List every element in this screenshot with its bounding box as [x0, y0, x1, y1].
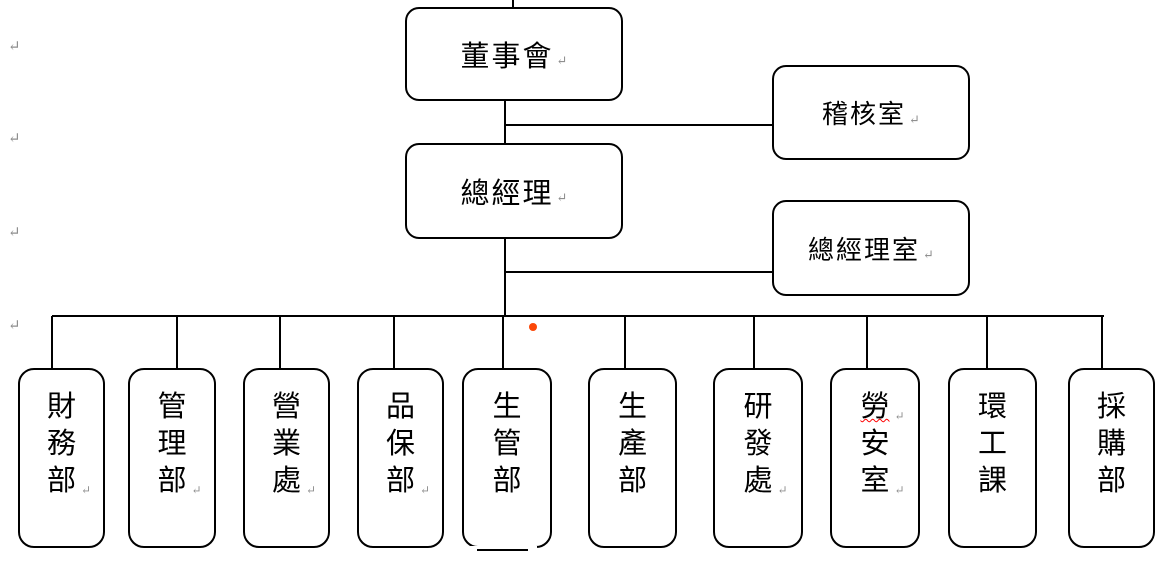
- dept-label-char: 理: [157, 428, 187, 460]
- dept-label-char: 生: [617, 391, 647, 423]
- org-box-label: 總經理室: [808, 235, 921, 265]
- dept-label-char: 部↵: [157, 465, 202, 497]
- org-box-finance-dept[interactable]: 財務部↵: [18, 368, 105, 548]
- dept-label-char: 務: [46, 428, 76, 460]
- dept-label-char: 環: [977, 391, 1007, 423]
- connector-gmoffice-branch: [505, 271, 773, 273]
- dept-label-char: 產: [617, 428, 647, 460]
- connector-drop-environmental-section: [986, 316, 988, 368]
- connector-top-stub: [512, 0, 514, 8]
- connector-gm-mainline: [504, 238, 506, 317]
- connector-drop-production-control-dept: [502, 316, 504, 368]
- connector-drop-production-dept: [624, 316, 626, 368]
- org-box-purchasing-dept[interactable]: 採購部: [1068, 368, 1155, 548]
- dept-label-char: 採: [1096, 391, 1126, 423]
- border-gap-line: [477, 549, 528, 551]
- annotation-dot: [529, 323, 537, 331]
- org-box-management-dept[interactable]: 管理部↵: [128, 368, 216, 548]
- dept-label-char: 部: [492, 465, 522, 497]
- connector-board-gm: [504, 100, 506, 144]
- connector-drop-finance-dept: [51, 316, 53, 368]
- paragraph-mark: ↵: [419, 483, 430, 497]
- paragraph-mark: ↵: [777, 483, 788, 497]
- connector-departments-mainline: [52, 315, 1104, 317]
- connector-drop-rnd-office: [753, 316, 755, 368]
- dept-label-char: 財: [46, 391, 76, 423]
- paragraph-mark: ↵: [305, 483, 316, 497]
- paragraph-mark: ↵: [909, 111, 920, 127]
- border-gap-patch: [470, 546, 537, 549]
- dept-label-char: 處↵: [271, 465, 316, 497]
- org-box-board[interactable]: 董事會 ↵: [405, 7, 623, 101]
- paragraph-mark: ↵: [556, 53, 568, 68]
- org-box-environmental-section[interactable]: 環工課: [948, 368, 1037, 548]
- dept-label-char: 部: [617, 465, 647, 497]
- connector-drop-labor-safety-office: [866, 316, 868, 368]
- paragraph-mark: ↵: [923, 247, 934, 262]
- dept-label-char: 室↵: [860, 465, 905, 497]
- dept-label-char: 部: [1096, 465, 1126, 497]
- org-box-labor-safety-office[interactable]: 勞↵ 安室↵: [830, 368, 920, 548]
- paragraph-mark: ↵: [8, 39, 21, 55]
- paragraph-mark: ↵: [894, 483, 905, 497]
- org-box-general-manager[interactable]: 總經理 ↵: [405, 143, 623, 239]
- connector-drop-purchasing-dept: [1101, 316, 1103, 368]
- dept-label-char: 課: [977, 465, 1007, 497]
- dept-label-char: 部↵: [385, 465, 430, 497]
- dept-label-char: 生: [492, 391, 522, 423]
- dept-label-char: 勞↵: [860, 391, 905, 423]
- paragraph-mark: ↵: [8, 318, 21, 334]
- org-box-audit-office[interactable]: 稽核室 ↵: [772, 65, 970, 160]
- org-box-production-dept[interactable]: 生產部: [588, 368, 677, 548]
- org-box-sales-office[interactable]: 營業處↵: [243, 368, 330, 548]
- org-box-label: 總經理: [460, 178, 554, 210]
- connector-drop-sales-office: [279, 316, 281, 368]
- org-box-label: 稽核室: [822, 100, 907, 129]
- connector-drop-management-dept: [176, 316, 178, 368]
- org-box-label: 董事會: [460, 41, 554, 73]
- org-box-rnd-office[interactable]: 研發處↵: [713, 368, 803, 548]
- dept-label-char: 工: [977, 428, 1007, 460]
- dept-label-char: 管: [157, 391, 187, 423]
- paragraph-mark: ↵: [894, 409, 905, 423]
- paragraph-mark: ↵: [80, 483, 91, 497]
- paragraph-mark: ↵: [556, 190, 568, 205]
- org-box-gm-office[interactable]: 總經理室 ↵: [772, 200, 970, 296]
- paragraph-mark: ↵: [8, 131, 21, 147]
- dept-label-char: 品: [385, 391, 415, 423]
- dept-label-char: 購: [1096, 428, 1126, 460]
- dept-label-char: 安: [860, 428, 890, 460]
- dept-label-char: 業: [271, 428, 301, 460]
- paragraph-mark: ↵: [191, 483, 202, 497]
- dept-label-char: 管: [492, 428, 522, 460]
- connector-drop-quality-assurance-dept: [393, 316, 395, 368]
- connector-audit-branch: [505, 124, 773, 126]
- paragraph-mark: ↵: [8, 225, 21, 241]
- dept-label-char: 保: [385, 428, 415, 460]
- dept-label-char: 部↵: [46, 465, 91, 497]
- dept-label-char: 營: [271, 391, 301, 423]
- org-box-production-control-dept[interactable]: 生管部: [462, 368, 552, 551]
- dept-label-char: 研: [743, 391, 773, 423]
- org-box-quality-assurance-dept[interactable]: 品保部↵: [357, 368, 444, 548]
- dept-label-char: 發: [743, 428, 773, 460]
- dept-label-char: 處↵: [743, 465, 788, 497]
